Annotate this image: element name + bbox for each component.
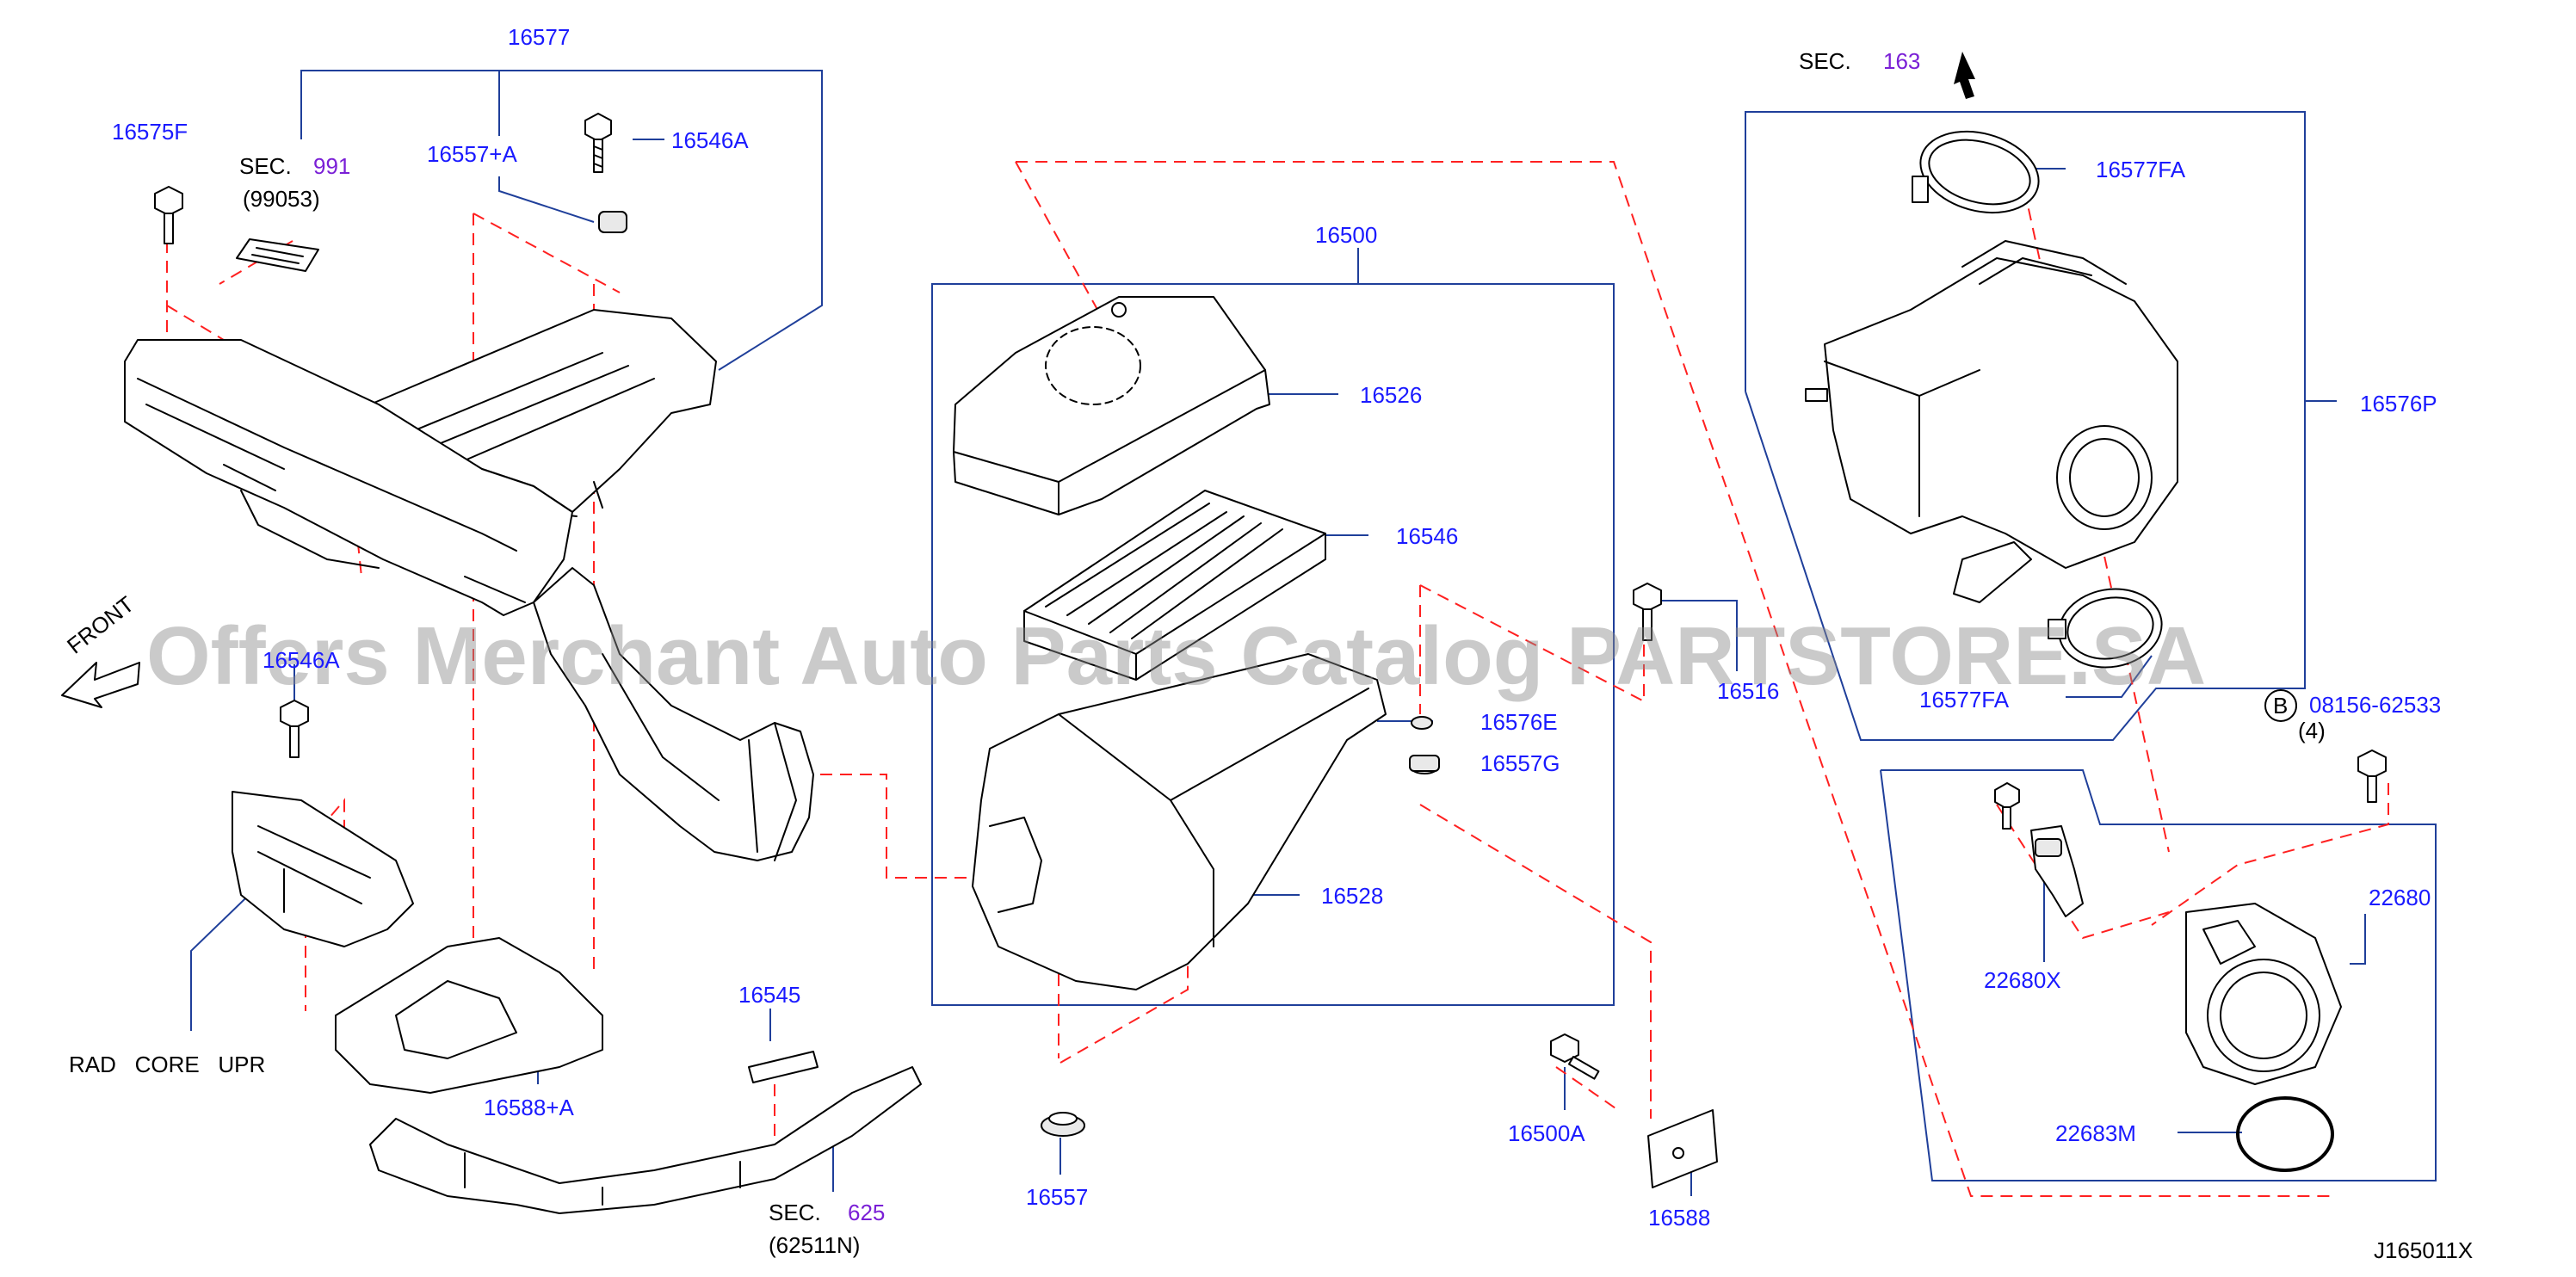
bracket-16588 — [1647, 1109, 1718, 1188]
label-sec-163-word: SEC. — [1799, 48, 1851, 74]
bolt-16575f — [154, 186, 183, 244]
label-sec-163: 163 — [1883, 48, 1920, 74]
label-16577fa-bottom: 16577FA — [1919, 687, 2010, 713]
label-99053: (99053) — [243, 186, 320, 212]
leader-lines — [190, 70, 2437, 1196]
label-16500: 16500 — [1315, 222, 1377, 248]
label-front: FRONT — [62, 591, 139, 659]
label-16576e: 16576E — [1480, 709, 1558, 735]
bolt-16546a — [584, 113, 612, 173]
label-22683m: 22683M — [2055, 1120, 2136, 1146]
label-16500a: 16500A — [1508, 1120, 1585, 1146]
front-arrow — [61, 662, 140, 708]
label-16526: 16526 — [1360, 382, 1422, 408]
grommet-16557g — [1409, 755, 1440, 774]
b-marker-letter: B — [2273, 693, 2288, 719]
label-16575f: 16575F — [112, 119, 188, 145]
grommet-16557 — [1041, 1112, 1085, 1137]
label-16546a: 16546A — [671, 127, 749, 153]
label-22680: 22680 — [2369, 885, 2431, 910]
bolt-16500a — [1550, 1033, 1600, 1080]
label-16557g: 16557G — [1480, 750, 1560, 776]
label-08156-62533: 08156-62533 — [2309, 692, 2441, 718]
seal-16545 — [748, 1051, 819, 1083]
label-16516: 16516 — [1717, 678, 1779, 704]
bolt-16516 — [1633, 583, 1662, 641]
label-22680x: 22680X — [1984, 967, 2061, 993]
air-duct-support — [124, 339, 573, 616]
grommet-16557a — [598, 211, 627, 233]
bolt-08156-62533 — [2357, 750, 2387, 803]
rad-core-support-625 — [369, 1066, 922, 1214]
label-16528: 16528 — [1321, 883, 1383, 909]
label-16577: 16577 — [508, 24, 570, 50]
sensor-22680x — [2030, 825, 2084, 917]
label-16588a: 16588+A — [484, 1095, 574, 1120]
label-16557: 16557 — [1026, 1184, 1088, 1210]
part-labels: 16577 16575F 16557+A 16546A SEC. 991 (99… — [62, 24, 2473, 1263]
radiator-core-upper-bracket — [232, 791, 414, 947]
label-16545: 16545 — [738, 982, 800, 1008]
label-16576p: 16576P — [2360, 391, 2437, 416]
clamp-16577fa-bottom — [2048, 588, 2163, 669]
label-16577fa-top: 16577FA — [2096, 157, 2186, 182]
filter-element-16546 — [1023, 490, 1326, 681]
bolt-16546a-left — [280, 700, 309, 758]
grommet-16576e — [1411, 716, 1433, 730]
label-sec-991-word: SEC. — [239, 153, 292, 179]
up-arrow-icon — [1954, 52, 1975, 99]
label-rad-core-upr: RAD CORE UPR — [69, 1052, 265, 1077]
air-duct-lower — [533, 567, 814, 861]
watermark: Offers Merchant Auto Parts Catalog PARTS… — [146, 610, 2206, 702]
clamp-16577fa-top — [1912, 130, 2040, 214]
label-sec-991: 991 — [313, 153, 350, 179]
label-16557a: 16557+A — [427, 141, 517, 167]
air-cleaner-cover-16526 — [953, 296, 1270, 515]
label-16546: 16546 — [1396, 523, 1458, 549]
label-16588: 16588 — [1648, 1205, 1710, 1231]
screw-22680x — [1994, 782, 2020, 830]
drawing-code: J165011X — [2374, 1237, 2473, 1263]
label-bolt-qty: (4) — [2298, 718, 2326, 743]
b-marker: B — [2264, 689, 2297, 722]
label-plate-99053 — [236, 238, 319, 272]
bracket-16588a — [335, 937, 603, 1094]
resonator-duct-16576p — [1805, 240, 2178, 603]
o-ring-22683m — [2236, 1096, 2334, 1172]
label-62511n: (62511N) — [769, 1232, 860, 1258]
label-16546a-left: 16546A — [263, 647, 340, 673]
label-sec-625: 625 — [848, 1200, 885, 1225]
air-cleaner-case-16528 — [972, 653, 1387, 990]
label-sec-625-word: SEC. — [769, 1200, 821, 1225]
throttle-housing-22680 — [2185, 903, 2342, 1085]
